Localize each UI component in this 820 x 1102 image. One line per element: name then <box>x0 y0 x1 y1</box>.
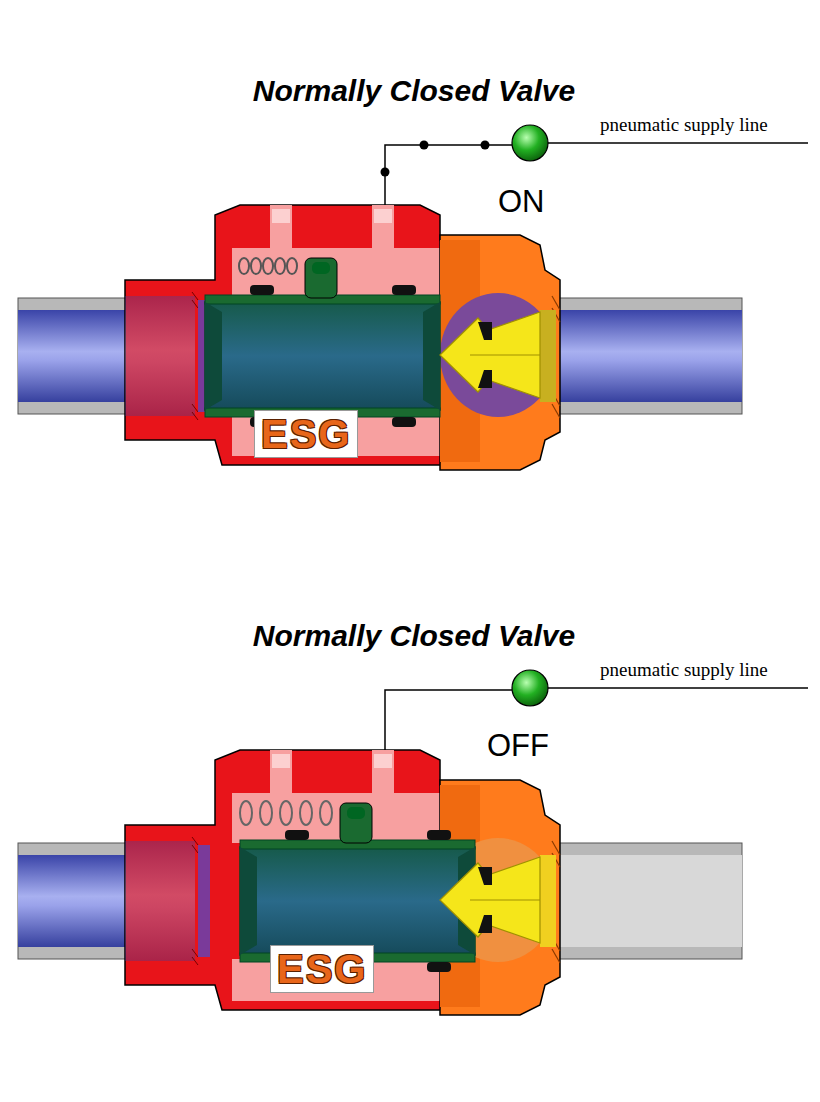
outlet-empty <box>545 855 742 947</box>
spring <box>239 258 297 274</box>
indicator-lamp <box>512 670 548 706</box>
seat <box>540 855 556 947</box>
poppet <box>440 312 540 398</box>
outlet-pipe <box>545 298 742 414</box>
spring <box>240 801 332 825</box>
flow-dot <box>420 141 429 150</box>
state-label: ON <box>498 184 545 220</box>
supply-line <box>548 142 808 144</box>
supply-label: pneumatic supply line <box>600 659 768 681</box>
valve-closed <box>18 670 808 1015</box>
indicator-lamp <box>512 125 548 161</box>
flow-dot <box>381 168 390 177</box>
outlet-pipe <box>545 843 742 959</box>
seat <box>540 310 556 402</box>
brand-logo: ESG <box>270 945 374 993</box>
flow-chamber <box>440 293 556 417</box>
valve-housing <box>125 205 560 470</box>
flow-dot <box>481 141 490 150</box>
brand-logo: ESG <box>254 410 358 458</box>
valve-open <box>18 125 808 470</box>
state-label: OFF <box>487 728 549 764</box>
air-line <box>385 145 512 205</box>
piston <box>205 258 440 427</box>
valve-housing <box>125 750 560 1015</box>
poppet <box>440 857 540 943</box>
panel-title: Normally Closed Valve <box>14 74 814 109</box>
supply-line <box>548 687 808 689</box>
outlet-flow <box>545 310 742 402</box>
panel-title: Normally Closed Valve <box>14 619 814 654</box>
supply-label: pneumatic supply line <box>600 114 768 136</box>
